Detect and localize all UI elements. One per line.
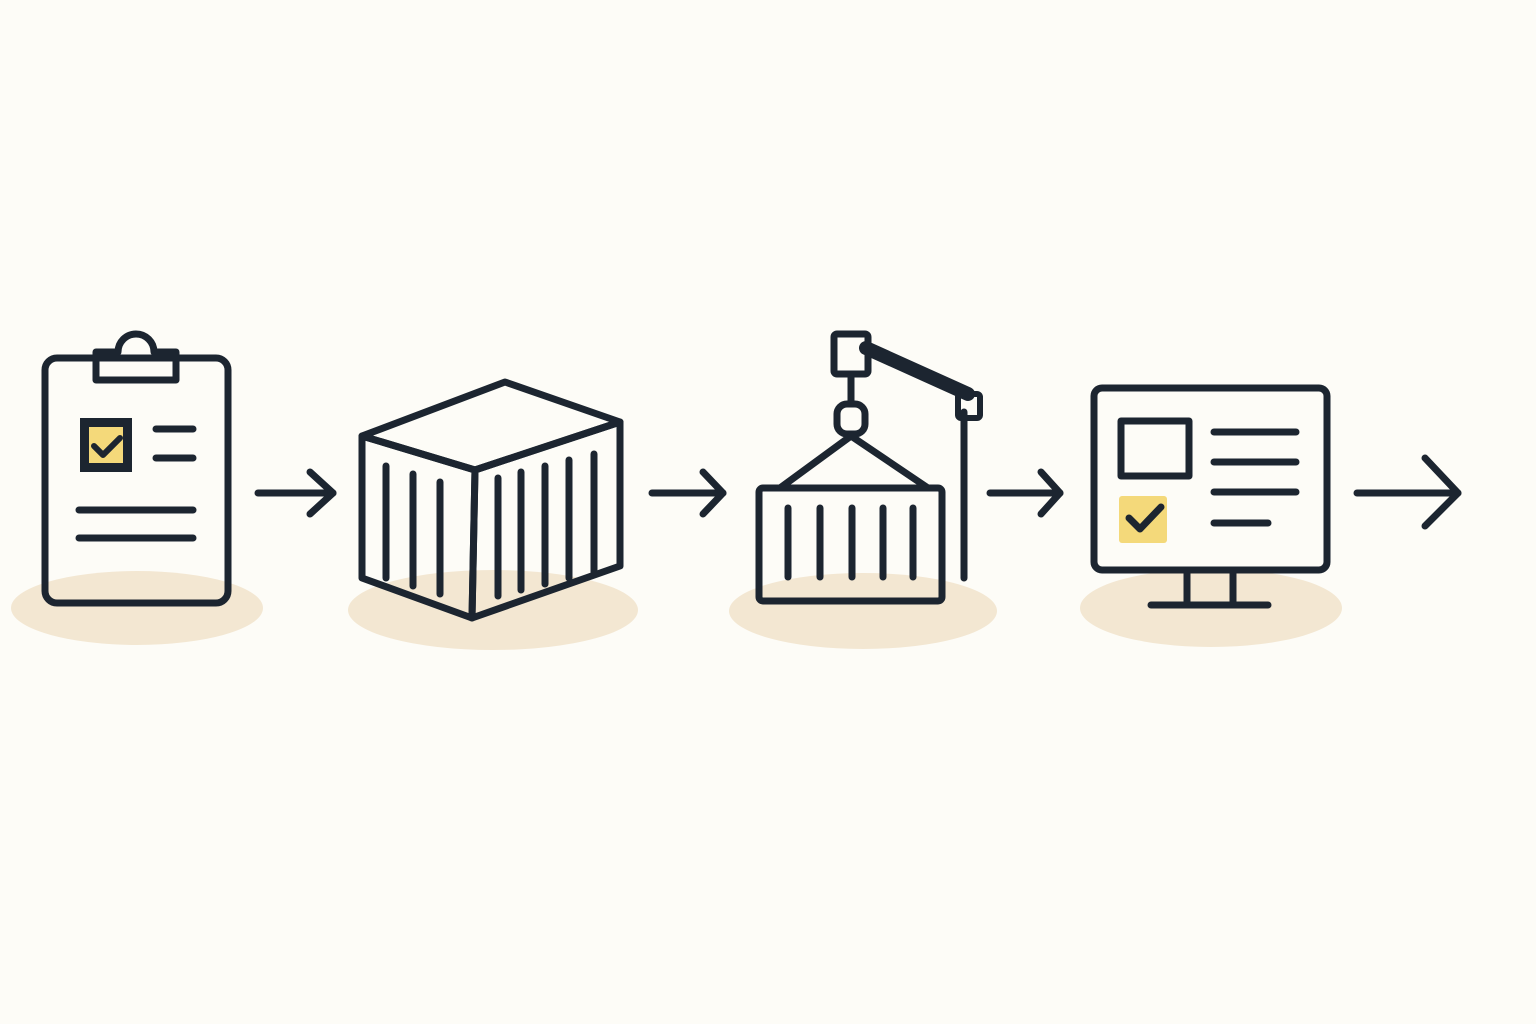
clipboard-checklist-icon: [41, 330, 232, 607]
ground-shadow: [729, 573, 997, 649]
arrow-checklist-to-container: [254, 468, 337, 518]
step-checklist: [11, 330, 263, 645]
arrow-crane-to-monitor: [986, 468, 1064, 518]
crane-lifting-container-icon: [755, 330, 983, 605]
monitor-checklist-icon: [1090, 384, 1331, 609]
ground-shadow: [11, 571, 263, 645]
step-container: [348, 378, 638, 650]
step-monitor: [1080, 384, 1342, 647]
arrow-monitor-to-next: [1353, 454, 1462, 530]
arrow-container-to-crane: [648, 468, 727, 518]
shipping-container-icon: [358, 378, 624, 622]
step-crane: [729, 330, 997, 649]
